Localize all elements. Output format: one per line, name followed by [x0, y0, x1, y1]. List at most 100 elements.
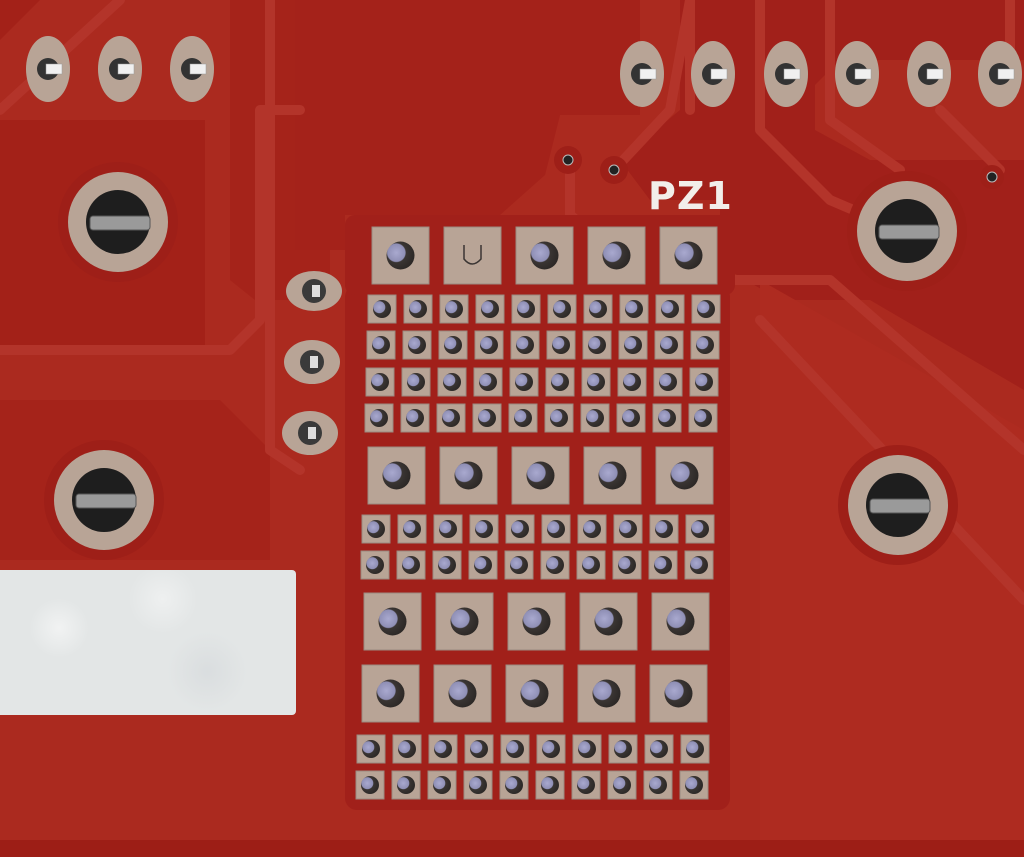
drill-hole — [588, 336, 606, 354]
drill-hole — [547, 520, 565, 538]
drill-hole — [649, 776, 667, 794]
pad-small — [433, 514, 463, 544]
pad-small — [613, 514, 643, 544]
pad-small — [547, 294, 577, 324]
drill-hole — [619, 520, 637, 538]
designator-label-pz1: PZ1 — [648, 174, 733, 218]
drill-hole — [526, 461, 555, 490]
drill-hole — [598, 461, 627, 490]
pin-tip — [997, 68, 1015, 80]
pad-large — [511, 446, 570, 505]
drill-hole — [511, 520, 529, 538]
pin-tip — [189, 63, 207, 75]
drill-hole — [542, 740, 560, 758]
drill-hole — [695, 373, 713, 391]
drill-hole — [382, 461, 411, 490]
pad-small — [504, 550, 534, 580]
drill-hole — [694, 409, 712, 427]
drill-hole — [522, 607, 551, 636]
pad-small — [545, 367, 575, 397]
drill-hole — [479, 373, 497, 391]
pad-small — [612, 550, 642, 580]
drill-hole — [398, 740, 416, 758]
pz1-footprint-area — [345, 285, 730, 810]
drill-hole — [370, 409, 388, 427]
drill-hole — [654, 556, 672, 574]
drill-hole — [691, 520, 709, 538]
drill-hole — [546, 556, 564, 574]
drill-hole — [578, 740, 596, 758]
drill-hole — [541, 776, 559, 794]
drill-hole — [367, 520, 385, 538]
pad-small — [653, 367, 683, 397]
drill-hole — [402, 556, 420, 574]
drill-hole — [613, 776, 631, 794]
drill-hole — [650, 740, 668, 758]
drill-hole — [469, 776, 487, 794]
pin-tip — [639, 68, 657, 80]
drill-hole — [445, 300, 463, 318]
pin-tip — [710, 68, 728, 80]
drill-hole — [481, 300, 499, 318]
drill-hole — [408, 336, 426, 354]
drill-hole — [666, 607, 695, 636]
drill-hole — [407, 373, 425, 391]
drill-hole — [583, 520, 601, 538]
pad-square-empty — [443, 226, 502, 285]
pad-small — [392, 734, 422, 764]
drill-hole — [659, 373, 677, 391]
pad-small — [540, 550, 570, 580]
drill-hole — [470, 740, 488, 758]
drill-hole — [614, 740, 632, 758]
pad-small — [428, 734, 458, 764]
drill-hole — [505, 776, 523, 794]
drill-hole — [587, 373, 605, 391]
pin-tip — [117, 63, 135, 75]
drill-hole — [510, 556, 528, 574]
drill-hole — [670, 461, 699, 490]
drill-hole — [690, 556, 708, 574]
drill-hole — [664, 679, 693, 708]
drill-hole — [474, 556, 492, 574]
drill-hole — [439, 520, 457, 538]
drill-hole — [674, 241, 703, 270]
drill-hole — [589, 300, 607, 318]
label-sticker — [0, 570, 296, 715]
drill-hole — [409, 300, 427, 318]
drill-hole — [592, 679, 621, 708]
drill-hole — [660, 336, 678, 354]
pad-small — [546, 330, 576, 360]
drill-hole — [403, 520, 421, 538]
drill-hole — [552, 336, 570, 354]
drill-hole — [443, 373, 461, 391]
drill-hole — [655, 520, 673, 538]
drill-hole — [442, 409, 460, 427]
pad-small — [689, 367, 719, 397]
drill-hole — [372, 336, 390, 354]
drill-hole — [530, 241, 559, 270]
drill-hole — [696, 336, 714, 354]
drill-hole — [397, 776, 415, 794]
drill-hole — [475, 520, 493, 538]
drill-hole — [514, 409, 532, 427]
pin-tip — [854, 68, 872, 80]
pin-tip — [783, 68, 801, 80]
drill-hole — [586, 409, 604, 427]
drill-hole — [577, 776, 595, 794]
drill-hole — [697, 300, 715, 318]
drill-hole — [361, 776, 379, 794]
pad-outline-mark — [463, 245, 482, 265]
drill-hole — [515, 373, 533, 391]
drill-hole — [622, 409, 640, 427]
drill-hole — [362, 740, 380, 758]
drill-hole — [686, 740, 704, 758]
drill-hole — [624, 336, 642, 354]
pad-small — [582, 330, 612, 360]
drill-hole — [450, 607, 479, 636]
drill-hole — [550, 409, 568, 427]
mounting-screw-bar — [878, 224, 940, 240]
drill-hole — [602, 241, 631, 270]
drill-hole — [438, 556, 456, 574]
